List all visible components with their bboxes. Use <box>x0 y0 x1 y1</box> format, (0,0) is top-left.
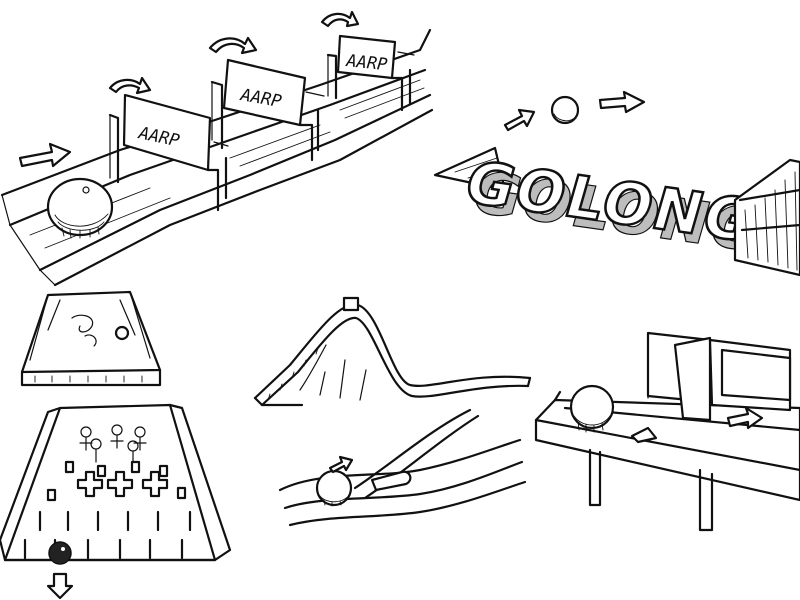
lane-track-bottom-edge <box>38 93 432 272</box>
sign-2: AARP <box>210 58 325 162</box>
peg-blocks <box>46 460 187 502</box>
panel-word-ramp: GOLONG GOLONG <box>433 90 800 277</box>
panel-track-switch <box>278 408 527 527</box>
panel-door-shelf <box>534 331 800 532</box>
arrow-down-icon <box>46 572 74 600</box>
switch-paddle <box>370 470 412 492</box>
sign-3-label: AARP <box>344 51 388 75</box>
arrow-right-icon <box>726 406 764 430</box>
exit-ramp <box>733 158 800 277</box>
panel-sign-lane: AARP AARP AARP <box>0 10 434 287</box>
ball-icon <box>550 95 580 125</box>
panel-obstacle-board <box>0 403 232 600</box>
peg-figures <box>79 424 147 465</box>
lane-track-front-face <box>53 108 434 287</box>
flap <box>630 426 658 444</box>
ball-icon <box>569 384 615 433</box>
ball-icon <box>315 469 353 507</box>
rotate-arrows-icon <box>108 10 360 95</box>
ball-icon <box>46 177 114 239</box>
sign-1: AARP <box>108 93 229 212</box>
sign-3: AARP <box>326 34 415 112</box>
arrow-right-icon <box>503 108 536 132</box>
entry-wedge <box>433 146 507 192</box>
panel-small-board <box>20 290 162 387</box>
arrow-right-icon <box>328 455 354 474</box>
ball-icon <box>114 325 130 341</box>
arrow-right-icon <box>18 142 72 168</box>
hill-top-block <box>342 296 360 312</box>
peg-crosses <box>76 470 169 498</box>
ball-icon <box>48 541 72 565</box>
panel-hill-track <box>253 296 532 407</box>
arrow-right-icon <box>598 90 646 114</box>
lane-track-left-end <box>1 194 56 286</box>
